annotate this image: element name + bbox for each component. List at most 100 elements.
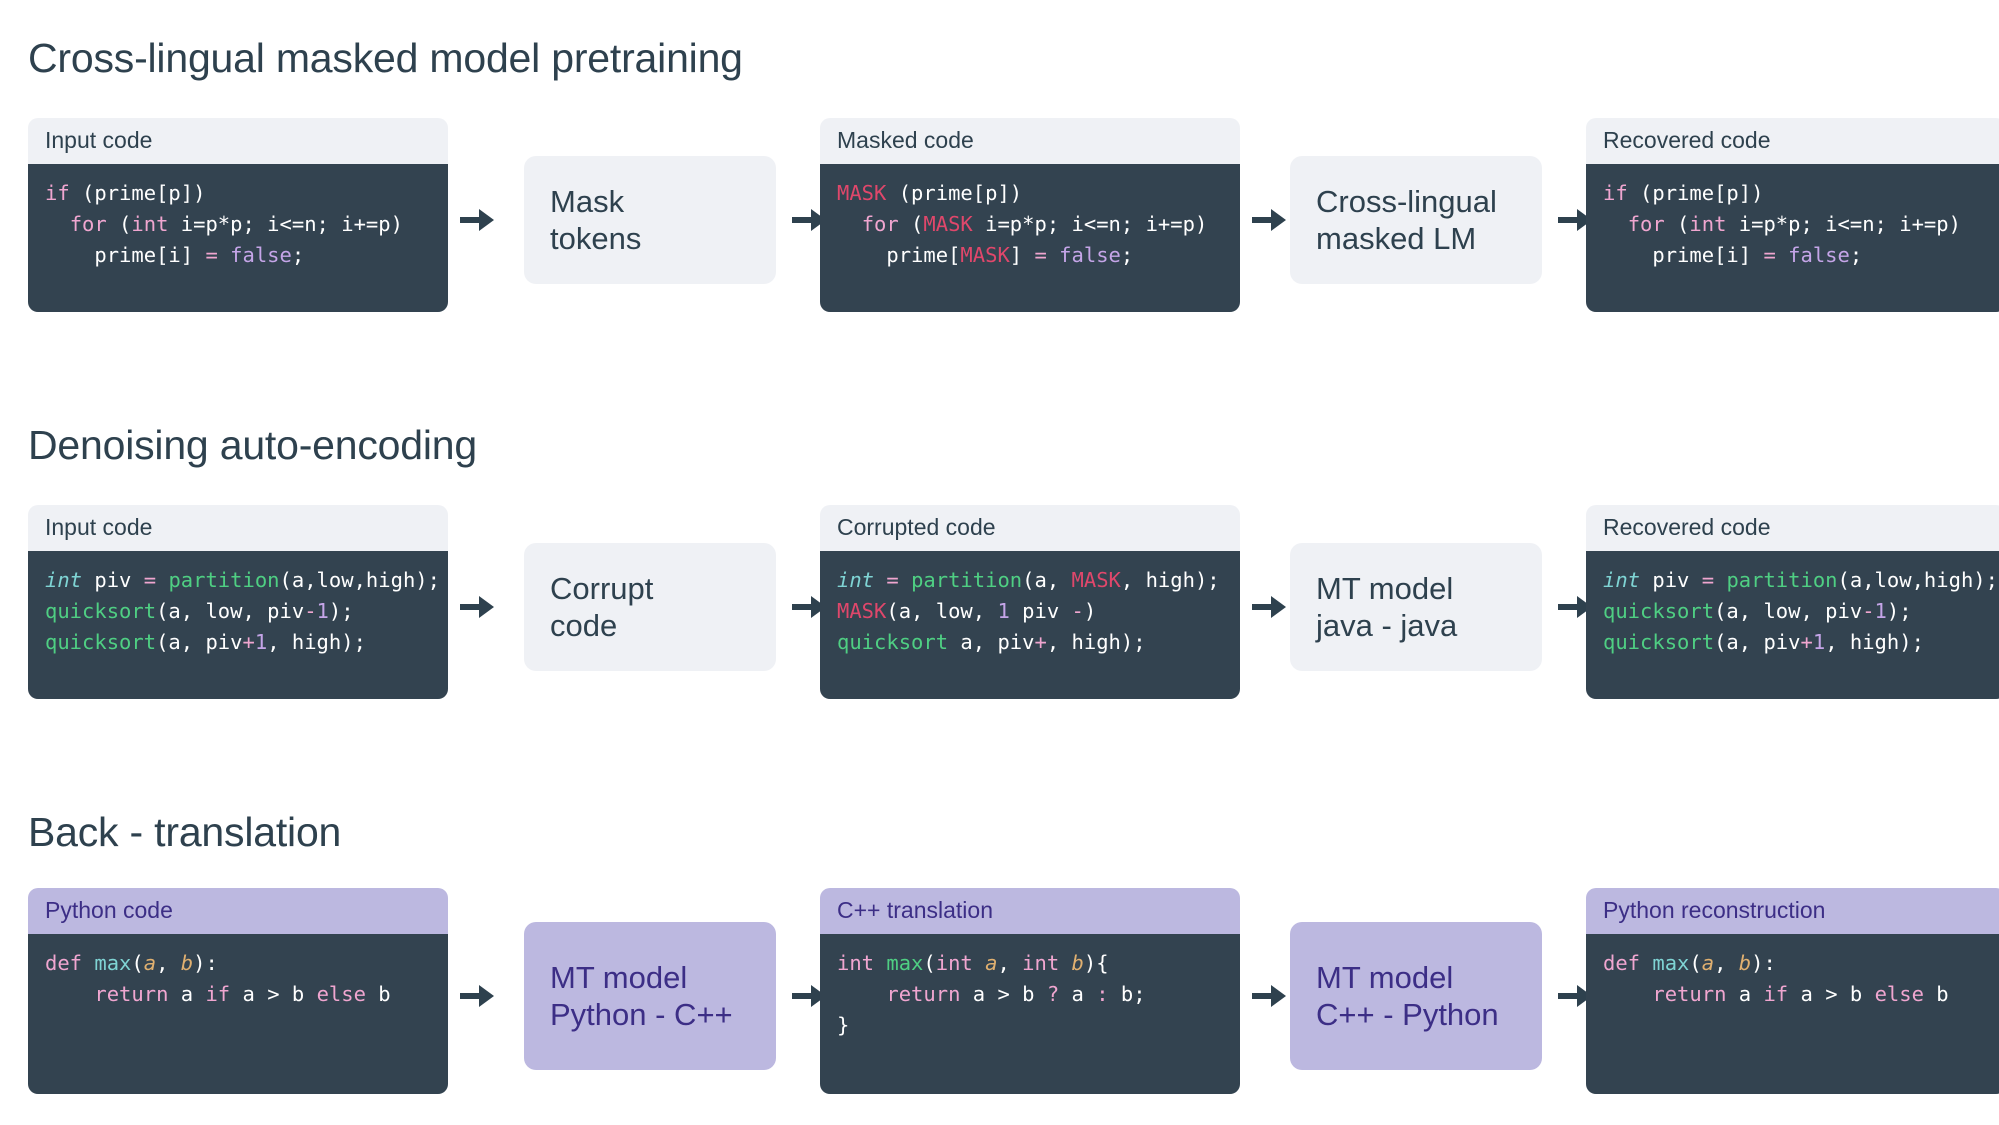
code-card-input-body: int piv = partition(a,low,high);quicksor… (28, 551, 448, 699)
code-card-middle-header: C++ translation (820, 888, 1240, 934)
code-token: int (1603, 568, 1641, 592)
code-token: : (1096, 982, 1109, 1006)
process-box-2[interactable]: MT model C++ - Python (1290, 922, 1542, 1070)
code-card-middle-body: int max(int a, int b){ return a > b ? a … (820, 934, 1240, 1094)
code-token: MASK (923, 212, 973, 236)
code-card-middle-body: int = partition(a, MASK, high);MASK(a, l… (820, 551, 1240, 699)
process-box-2[interactable]: Cross-lingual masked LM (1290, 156, 1542, 284)
code-token (1714, 568, 1726, 592)
code-line: prime[MASK] = false; (837, 240, 1240, 271)
code-token: MASK (1071, 568, 1121, 592)
code-token (874, 568, 886, 592)
arrow-icon-4 (1558, 207, 1592, 233)
arrow-icon-2 (792, 594, 826, 620)
code-token: + (242, 630, 255, 654)
code-token: else (316, 982, 366, 1006)
code-token: max (1652, 951, 1690, 975)
code-token: > (1825, 982, 1838, 1006)
code-line: MASK (prime[p]) (837, 178, 1240, 209)
code-card-input-body: if (prime[p]) for (int i=p*p; i<=n; i+=p… (28, 164, 448, 312)
code-token: ; (291, 243, 305, 267)
code-token: for (1627, 212, 1665, 236)
code-token: if (1763, 982, 1789, 1006)
code-card-input-header: Input code (28, 118, 448, 164)
code-token: (a, low, piv (1714, 599, 1863, 623)
code-token: (prime[p]) (69, 181, 206, 205)
code-token: i=p*p; i<=n; i+=p) (972, 212, 1208, 236)
code-token: a (168, 982, 206, 1006)
code-line: prime[i] = false; (45, 240, 448, 271)
code-token: 1 (997, 599, 1010, 623)
code-token (973, 951, 985, 975)
code-token: (a, (1022, 568, 1072, 592)
code-token: (a,low,high); (279, 568, 440, 592)
code-token (837, 982, 886, 1006)
code-token (1603, 212, 1628, 236)
code-token: , (156, 951, 181, 975)
code-token: a, piv (948, 630, 1035, 654)
process-box-1[interactable]: MT model Python - C++ (524, 922, 776, 1070)
code-token: if (45, 181, 70, 205)
code-token: def (1603, 951, 1641, 975)
code-token: quicksort (1603, 630, 1715, 654)
code-card-middle-body: MASK (prime[p]) for (MASK i=p*p; i<=n; i… (820, 164, 1240, 312)
code-token: int (935, 951, 973, 975)
code-card-middle-header: Corrupted code (820, 505, 1240, 551)
code-token: - (1071, 599, 1084, 623)
code-token: , high); (1825, 630, 1924, 654)
code-token: > (267, 982, 280, 1006)
code-token: return (886, 982, 961, 1006)
process-box-2[interactable]: MT model java - java (1290, 543, 1542, 671)
arrow-icon-3 (1252, 594, 1286, 620)
code-card-middle-header: Masked code (820, 118, 1240, 164)
code-line: return a if a > b else b (45, 979, 448, 1010)
code-token: for (69, 212, 107, 236)
code-token: b (1837, 982, 1875, 1006)
code-token: , (1714, 951, 1739, 975)
code-token: ): (1751, 951, 1776, 975)
code-token: - (1862, 599, 1875, 623)
code-line: quicksort(a, low, piv-1); (1603, 596, 1999, 627)
code-token: 1 (254, 630, 268, 654)
code-token: + (1800, 630, 1813, 654)
code-token: = (886, 568, 899, 592)
code-card-input-body: def max(a, b): return a if a > b else b (28, 934, 448, 1094)
process-box-1[interactable]: Mask tokens (524, 156, 776, 284)
code-token: return (1652, 982, 1727, 1006)
code-token: ( (106, 212, 132, 236)
arrow-icon-1 (460, 983, 494, 1009)
code-token: i=p*p; i<=n; i+=p) (1726, 212, 1961, 236)
code-token: int (131, 212, 169, 236)
code-token: = (143, 568, 157, 592)
code-token: , high); (267, 630, 366, 654)
code-card-output-header: Recovered code (1586, 505, 1999, 551)
code-token: a (1059, 982, 1097, 1006)
code-line: prime[i] = false; (1603, 240, 1999, 271)
code-card-output-body: def max(a, b): return a if a > b else b (1586, 934, 1999, 1094)
code-token: a (230, 982, 268, 1006)
code-token: piv (1009, 599, 1072, 623)
code-token: ( (898, 212, 924, 236)
code-token: int (1689, 212, 1727, 236)
code-token: ; (1849, 243, 1863, 267)
process-box-1[interactable]: Corrupt code (524, 543, 776, 671)
code-token: piv (82, 568, 144, 592)
code-card-input-header: Input code (28, 505, 448, 551)
code-line: for (int i=p*p; i<=n; i+=p) (45, 209, 448, 240)
code-token: a (960, 982, 998, 1006)
code-token: partition (911, 568, 1023, 592)
code-token: if (1603, 181, 1628, 205)
code-token: (a, piv (156, 630, 243, 654)
code-token (1603, 982, 1652, 1006)
code-token: ; (1120, 243, 1134, 267)
code-token: ( (1689, 951, 1702, 975)
code-token (1640, 951, 1652, 975)
arrow-icon-3 (1252, 983, 1286, 1009)
code-token: a (1726, 982, 1764, 1006)
arrow-icon-4 (1558, 594, 1592, 620)
code-token: false (1788, 243, 1850, 267)
code-token: max (886, 951, 924, 975)
arrow-icon-2 (792, 207, 826, 233)
